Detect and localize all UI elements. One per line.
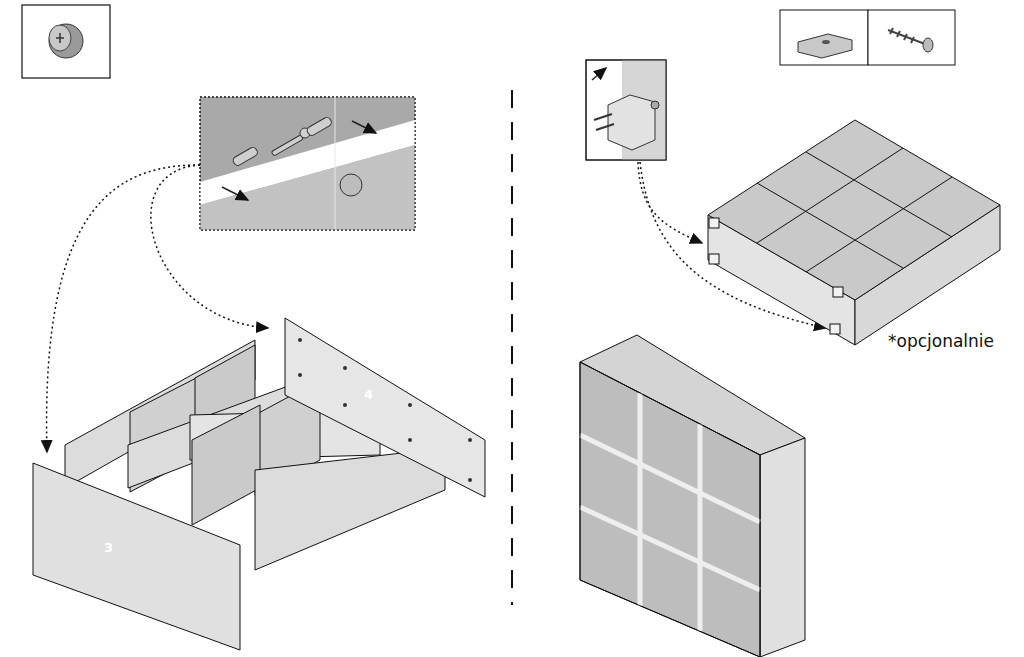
note-text: *opcjonalnie <box>888 333 994 350</box>
part-number: 4 <box>364 388 373 401</box>
part-number: 3 <box>104 541 113 554</box>
